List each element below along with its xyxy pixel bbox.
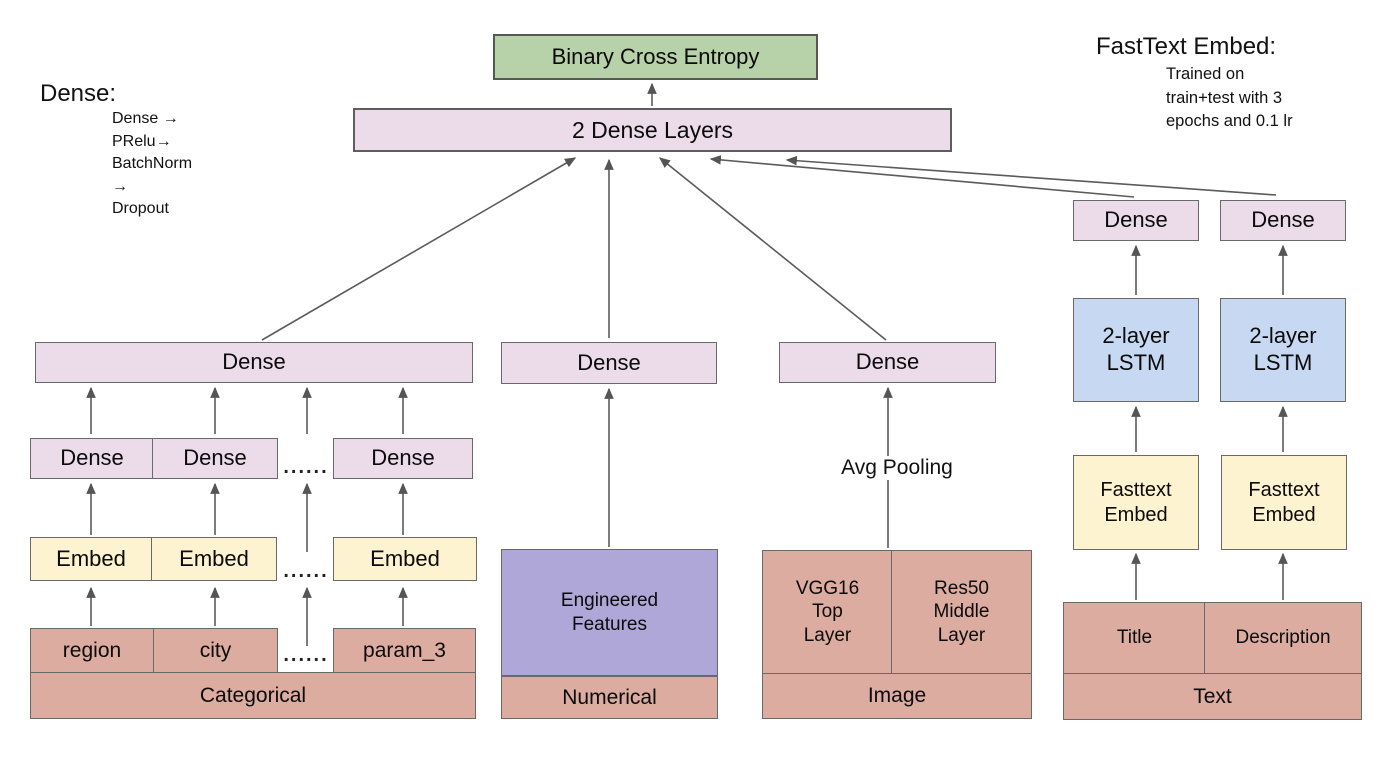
avg-pooling-label: Avg Pooling	[818, 456, 976, 480]
loss-box: Binary Cross Entropy	[493, 34, 818, 80]
merge-dense-box: 2 Dense Layers	[353, 108, 952, 152]
numerical-group-label: Numerical	[501, 676, 718, 719]
engineered-features-label: Engineered Features	[560, 590, 659, 635]
dense-note-heading: Dense:	[40, 80, 117, 107]
lstm-box: 2-layer LSTM	[1220, 298, 1346, 402]
fasttext-embed-label: Fasttext Embed	[1248, 479, 1320, 526]
dense-note-line: BatchNorm	[112, 155, 193, 172]
fasttext-embed-box: Fasttext Embed	[1073, 455, 1199, 550]
arrow-text2-to-merge	[785, 155, 1277, 196]
fasttext-note-heading: FastText Embed:	[1096, 33, 1277, 60]
engineered-features-box: Engineered Features	[501, 549, 718, 676]
embed-box: Embed	[30, 537, 152, 581]
categorical-subdense-box: Dense	[152, 438, 278, 479]
lstm-label: 2-layer LSTM	[1249, 323, 1317, 375]
arrow-categorical-to-merge	[261, 157, 577, 341]
dense-note-line: →	[112, 177, 128, 195]
vgg16-label: VGG16 Top Layer	[795, 578, 860, 646]
fasttext-note-line: Trained on	[1166, 65, 1245, 83]
categorical-subdense-box: Dense	[333, 438, 473, 479]
ellipsis-dots: ......	[283, 560, 329, 582]
numerical-dense-box: Dense	[501, 342, 717, 384]
dense-note-line: PRelu→	[112, 132, 172, 150]
fasttext-note-line: epochs and 0.1 lr	[1166, 112, 1293, 130]
description-input-box: Description	[1204, 602, 1362, 674]
categorical-input-box: param_3	[333, 628, 476, 673]
categorical-dense-box: Dense	[35, 342, 473, 383]
dense-note-line: Dense →	[112, 110, 179, 127]
fasttext-embed-label: Fasttext Embed	[1100, 479, 1172, 526]
categorical-input-box: region	[30, 628, 154, 673]
ellipsis-dots: ......	[283, 644, 329, 666]
embed-box: Embed	[151, 537, 277, 581]
fasttext-embed-box: Fasttext Embed	[1221, 455, 1347, 550]
res50-label: Res50 Middle Layer	[933, 578, 990, 646]
lstm-label: 2-layer LSTM	[1102, 323, 1170, 375]
dense-note-line: Dropout	[112, 200, 169, 217]
categorical-subdense-box: Dense	[30, 438, 154, 479]
image-group-label: Image	[762, 673, 1032, 719]
image-dense-box: Dense	[779, 342, 996, 383]
fasttext-note-line: train+test with 3	[1166, 88, 1283, 107]
vgg16-box: VGG16 Top Layer	[762, 550, 893, 674]
arrow-image-to-merge	[659, 157, 887, 341]
text-dense-box: Dense	[1220, 200, 1346, 241]
arrow-text1-to-merge	[709, 155, 1135, 198]
fasttext-note-lines: Trained on train+test with 3 epochs and …	[1166, 63, 1293, 134]
res50-box: Res50 Middle Layer	[891, 550, 1032, 674]
embed-box: Embed	[333, 537, 477, 581]
title-input-box: Title	[1063, 602, 1206, 674]
lstm-box: 2-layer LSTM	[1073, 298, 1199, 402]
ellipsis-dots: ......	[283, 456, 329, 478]
categorical-group-label: Categorical	[30, 672, 476, 719]
dense-note-lines: Dense → PRelu→ BatchNorm → Dropout	[112, 108, 192, 221]
text-group-label: Text	[1063, 673, 1362, 720]
categorical-input-box: city	[153, 628, 278, 673]
text-dense-box: Dense	[1073, 200, 1199, 241]
